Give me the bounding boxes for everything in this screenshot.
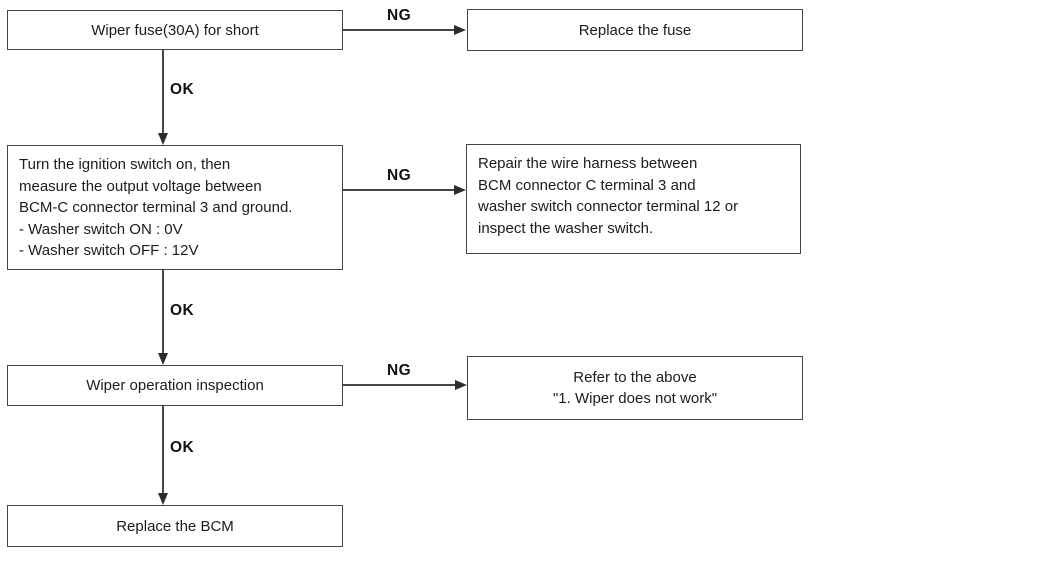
node-wiper-fuse-check-text: Wiper fuse(30A) for short — [91, 21, 259, 39]
connector-ng-3-line — [343, 384, 455, 386]
node-voltage-measurement-line-4: - Washer switch ON : 0V — [19, 220, 183, 238]
label-ok-1: OK — [170, 81, 195, 98]
arrowhead-right-icon — [454, 25, 466, 35]
node-repair-wire-harness-line-2: BCM connector C terminal 3 and — [478, 176, 696, 194]
node-wiper-fuse-check: Wiper fuse(30A) for short — [7, 10, 343, 50]
node-repair-wire-harness-line-3: washer switch connector terminal 12 or — [478, 198, 739, 215]
connector-ok-3-line — [162, 406, 164, 494]
arrowhead-down-icon — [158, 493, 168, 505]
connector-ng-1-line — [343, 29, 455, 31]
node-replace-bcm: Replace the BCM — [7, 505, 343, 547]
node-voltage-measurement-line-1: Turn the ignition switch on, then — [19, 156, 231, 173]
node-wiper-operation-inspection: Wiper operation inspection — [7, 365, 343, 406]
label-ng-2: NG — [387, 167, 412, 184]
arrowhead-down-icon — [158, 353, 168, 365]
connector-ok-2-line — [162, 270, 164, 354]
arrowhead-right-icon — [454, 185, 466, 195]
node-voltage-measurement: Turn the ignition switch on, then measur… — [7, 145, 343, 270]
node-wiper-operation-inspection-text: Wiper operation inspection — [86, 377, 264, 394]
connector-ok-1-line — [162, 50, 164, 134]
node-replace-bcm-text: Replace the BCM — [116, 517, 234, 535]
node-refer-above-line-2: "1. Wiper does not work" — [552, 390, 718, 407]
node-voltage-measurement-line-2: measure the output voltage between — [19, 177, 262, 195]
node-repair-wire-harness-line-1: Repair the wire harness between — [478, 155, 698, 172]
node-repair-wire-harness: Repair the wire harness between BCM conn… — [466, 144, 801, 254]
label-ok-3: OK — [170, 439, 195, 456]
label-ng-3: NG — [387, 362, 412, 379]
node-refer-above: Refer to the above "1. Wiper does not wo… — [467, 356, 803, 420]
node-replace-fuse-text: Replace the fuse — [578, 21, 692, 39]
node-voltage-measurement-line-3: BCM-C connector terminal 3 and ground. — [19, 199, 293, 216]
node-refer-above-line-1: Refer to the above — [573, 369, 697, 386]
arrowhead-right-icon — [455, 380, 467, 390]
node-replace-fuse: Replace the fuse — [467, 9, 803, 51]
arrowhead-down-icon — [158, 133, 168, 145]
node-voltage-measurement-line-5: - Washer switch OFF : 12V — [19, 242, 199, 259]
label-ok-2: OK — [170, 302, 195, 319]
label-ng-1: NG — [387, 7, 412, 24]
connector-ng-2-line — [343, 189, 455, 191]
node-repair-wire-harness-line-4: inspect the washer switch. — [478, 219, 654, 237]
